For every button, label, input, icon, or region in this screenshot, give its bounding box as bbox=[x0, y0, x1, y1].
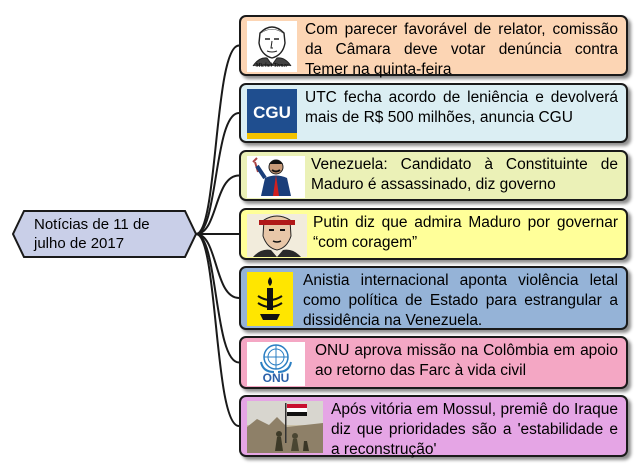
news-text-utc: UTC fecha acordo de leniência e devolver… bbox=[305, 89, 618, 126]
cgu-logo-icon: CGU bbox=[247, 89, 297, 139]
news-card-onu[interactable]: ONU ONU aprova missão na Colômbia em apo… bbox=[239, 336, 628, 389]
news-text-onu: ONU aprova missão na Colômbia em apoio a… bbox=[315, 342, 618, 379]
connector-7 bbox=[195, 233, 240, 427]
connector-1 bbox=[195, 44, 240, 235]
un-logo-icon: ONU bbox=[247, 342, 305, 386]
portrait-caption: Michel Temer bbox=[255, 63, 289, 69]
news-text-venezuela: Venezuela: Candidato à Constituinte de M… bbox=[311, 156, 618, 193]
news-text-temer: Com parecer favorável de relator, comiss… bbox=[305, 21, 618, 78]
news-card-anistia[interactable]: Anistia internacional aponta violência l… bbox=[239, 266, 628, 330]
maduro-cartoon-icon bbox=[247, 156, 305, 198]
root-node: Notícias de 11 de julho de 2017 bbox=[12, 210, 197, 258]
news-card-utc[interactable]: CGU UTC fecha acordo de leniência e devo… bbox=[239, 83, 628, 143]
un-logo-text: ONU bbox=[262, 371, 290, 385]
news-card-venezuela[interactable]: Venezuela: Candidato à Constituinte de M… bbox=[239, 150, 628, 201]
root-shape bbox=[12, 210, 197, 258]
news-card-temer[interactable]: Michel Temer Com parecer favorável de re… bbox=[239, 15, 628, 78]
news-text-putin: Putin diz que admira Maduro por governar… bbox=[313, 214, 618, 251]
amnesty-candle-icon bbox=[247, 272, 293, 326]
mosul-photo-icon bbox=[247, 401, 323, 453]
connector-2 bbox=[195, 112, 240, 235]
connector-3 bbox=[195, 174, 240, 235]
root-label: Notícias de 11 de julho de 2017 bbox=[34, 216, 150, 252]
putin-cartoon-icon bbox=[247, 214, 307, 257]
news-card-putin[interactable]: Putin diz que admira Maduro por governar… bbox=[239, 208, 628, 260]
news-card-iraque[interactable]: Após vitória em Mossul, premiê do Iraque… bbox=[239, 395, 628, 458]
news-text-anistia: Anistia internacional aponta violência l… bbox=[303, 272, 618, 329]
connector-5 bbox=[195, 233, 240, 299]
temer-portrait-icon: Michel Temer bbox=[247, 21, 297, 72]
cgu-logo-text: CGU bbox=[253, 103, 291, 122]
news-text-iraque: Após vitória em Mossul, premiê do Iraque… bbox=[331, 401, 618, 458]
